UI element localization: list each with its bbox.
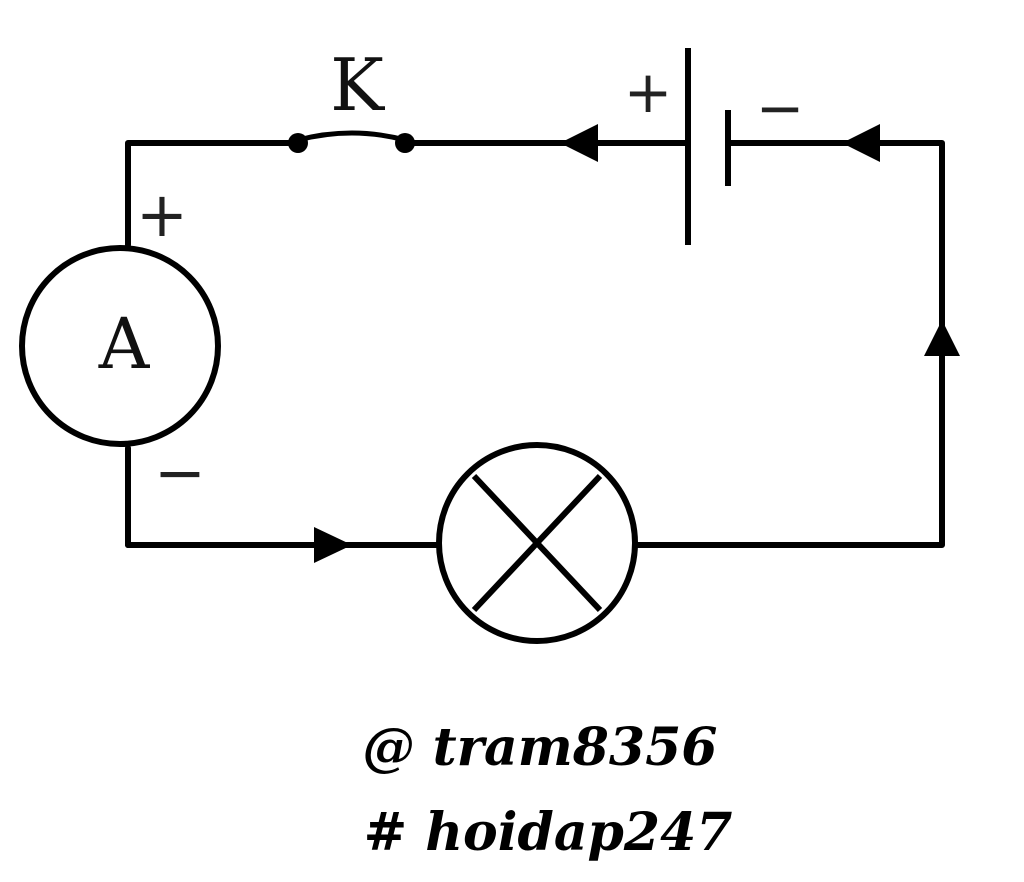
wire-left-top	[125, 140, 301, 248]
current-arrow-icon	[314, 527, 352, 563]
ammeter-minus-sign: −	[154, 436, 206, 509]
battery-plus-sign: +	[624, 58, 673, 126]
ammeter-label: A	[98, 303, 151, 385]
author-credit: @ tram8356	[363, 717, 718, 778]
ammeter-icon	[19, 245, 221, 447]
current-arrow-icon	[560, 124, 598, 162]
current-arrow-icon	[842, 124, 880, 162]
current-arrow-icon	[924, 320, 960, 356]
wire-battery-to-right	[633, 140, 945, 548]
battery-icon	[685, 48, 731, 245]
ammeter-plus-sign: +	[136, 178, 188, 251]
battery-minus-sign: −	[756, 74, 805, 142]
tag-credit: # hoidap247	[364, 802, 733, 863]
lamp-icon	[436, 442, 638, 644]
switch-icon	[288, 130, 415, 153]
switch-label: K	[330, 43, 385, 127]
